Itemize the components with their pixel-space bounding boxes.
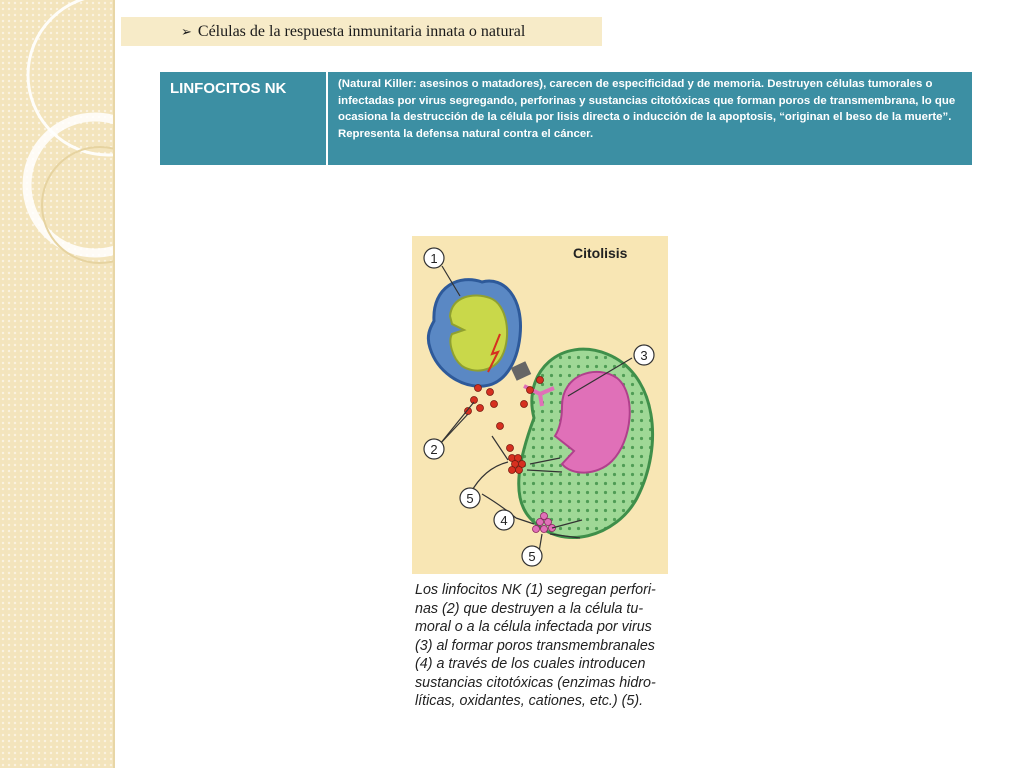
cytolysis-drawing: 1 2 3 4 5 5 bbox=[423, 247, 655, 567]
decorative-arcs bbox=[22, 0, 113, 264]
figure-caption: Los linfocitos NK (1) segregan perfori- … bbox=[415, 582, 656, 709]
description-cell: (Natural Killer: asesinos o matadores), … bbox=[338, 78, 956, 141]
target-nucleus bbox=[553, 370, 631, 474]
slide-title-banner: ➢ Células de la respuesta inmunitaria in… bbox=[121, 17, 602, 46]
pore-cluster bbox=[532, 512, 556, 533]
nk-nucleus bbox=[448, 294, 509, 372]
marker-5a: 5 bbox=[466, 491, 473, 506]
lightning-icon bbox=[487, 333, 501, 373]
marker-5b: 5 bbox=[528, 549, 535, 564]
marker-3: 3 bbox=[640, 348, 647, 363]
figure-title: Citolisis bbox=[573, 245, 628, 261]
table-row: LINFOCITOS NK (Natural Killer: asesinos … bbox=[160, 72, 972, 165]
cytolysis-illustration: 1 2 3 4 5 5 Citolisis bbox=[412, 236, 668, 574]
term-cell: LINFOCITOS NK bbox=[160, 72, 328, 165]
decorative-side-panel bbox=[0, 0, 115, 768]
marker-2: 2 bbox=[430, 442, 437, 457]
slide-title: Células de la respuesta inmunitaria inna… bbox=[197, 22, 526, 40]
marker-1: 1 bbox=[430, 251, 437, 266]
leader-lines bbox=[439, 265, 633, 559]
nk-info-table: LINFOCITOS NK (Natural Killer: asesinos … bbox=[160, 72, 972, 165]
number-markers bbox=[423, 247, 655, 567]
perforin-granules bbox=[464, 376, 544, 474]
arrow-bullet-icon: ➢ bbox=[181, 23, 192, 39]
receptor bbox=[510, 361, 532, 381]
marker-4: 4 bbox=[500, 513, 507, 528]
